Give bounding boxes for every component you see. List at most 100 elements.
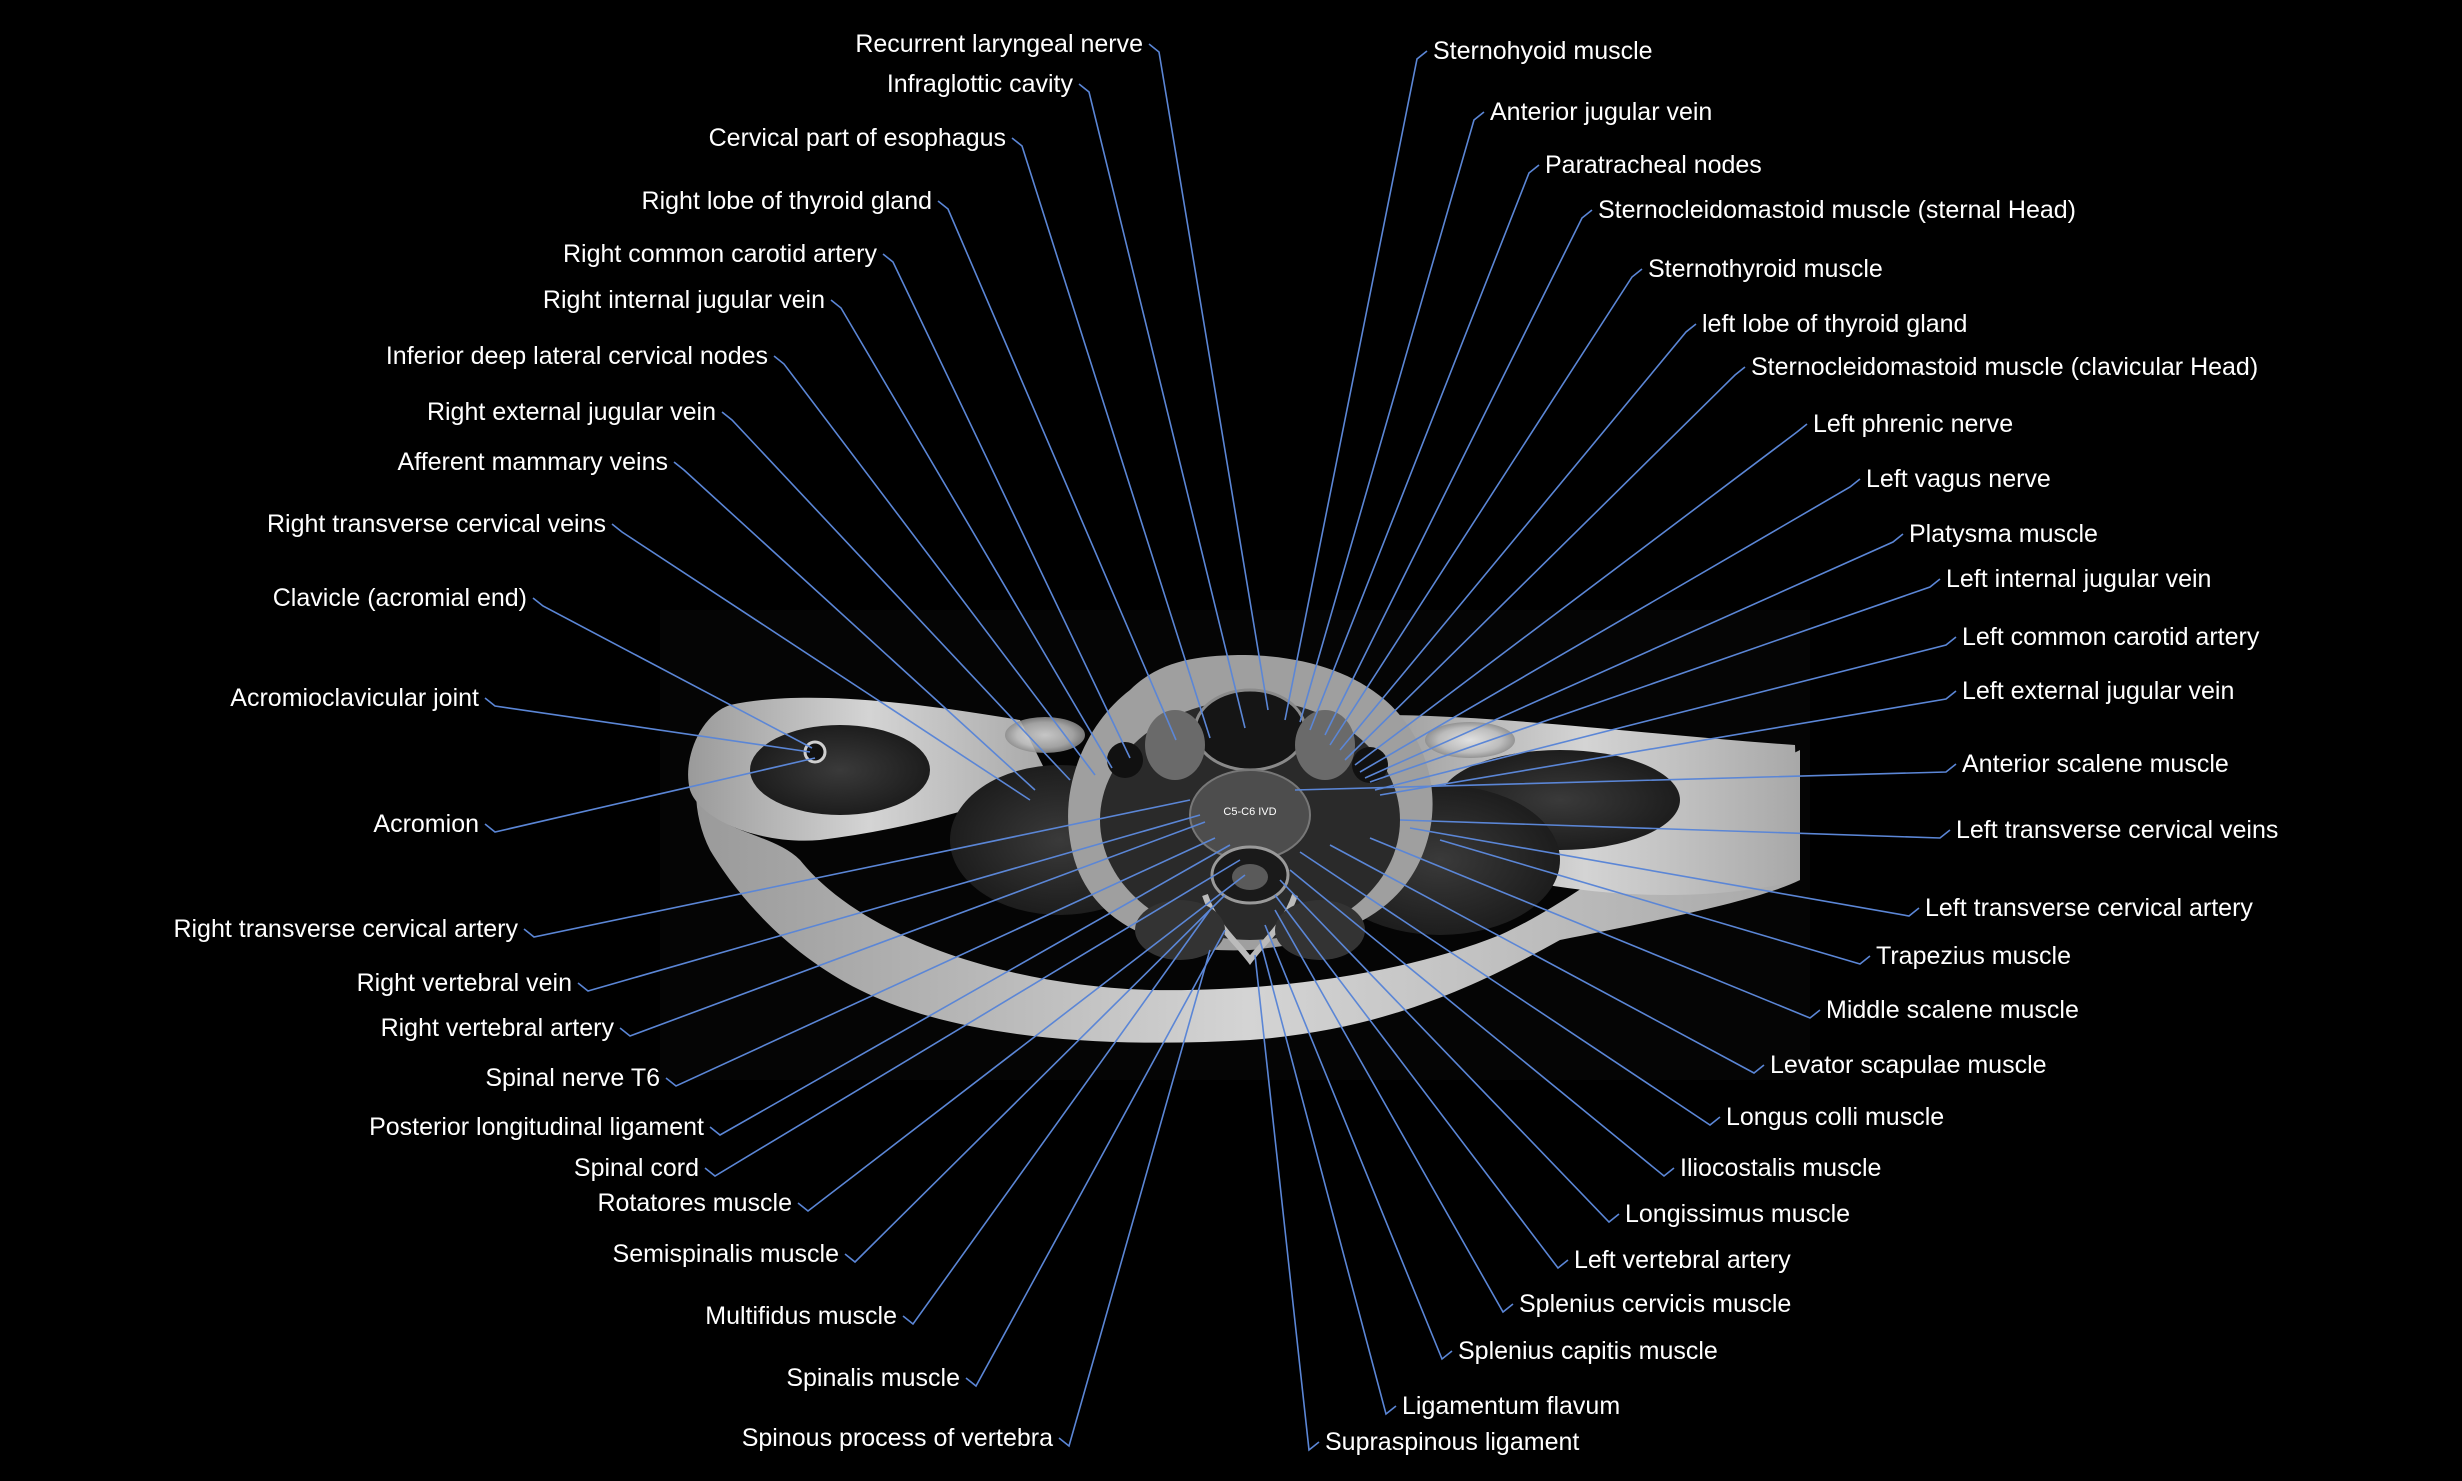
label-infraglottic-cavity: Infraglottic cavity [887, 70, 1074, 98]
label-right-external-jugular-vein: Right external jugular vein [427, 398, 716, 426]
leader-spinal-cord [704, 859, 1241, 1177]
label-acromion: Acromion [373, 810, 479, 838]
leader-longus-colli-muscle [1299, 851, 1721, 1126]
leader-recurrent-laryngeal-nerve [1148, 43, 1269, 711]
leader-right-vertebral-artery [619, 821, 1206, 1037]
leader-anterior-scalene-muscle [1294, 763, 1957, 791]
leader-longissimus-muscle [1279, 879, 1620, 1224]
left-carotid [1352, 747, 1388, 783]
leader-afferent-mammary-veins [673, 461, 1036, 791]
leader-splenius-cervicis-muscle [1274, 909, 1514, 1314]
leader-spinous-process-of-vertebra [1058, 949, 1211, 1448]
right-carotid [1107, 742, 1143, 778]
label-right-transverse-cervical-artery: Right transverse cervical artery [173, 915, 518, 943]
label-right-transverse-cervical-veins: Right transverse cervical veins [267, 510, 606, 538]
label-posterior-longitudinal-ligament: Posterior longitudinal ligament [369, 1113, 704, 1141]
label-longus-colli-muscle: Longus colli muscle [1726, 1103, 1944, 1131]
label-sternothyroid-muscle: Sternothyroid muscle [1648, 255, 1883, 283]
leader-ligamentum-flavum [1259, 939, 1397, 1416]
leader-right-external-jugular-vein [721, 411, 1071, 781]
label-longissimus-muscle: Longissimus muscle [1625, 1200, 1850, 1228]
center-level-label: C5-C6 IVD [1223, 806, 1276, 818]
leader-left-internal-jugular-vein [1369, 578, 1941, 783]
leader-right-common-carotid-artery [882, 253, 1131, 759]
leader-left-phrenic-nerve [1354, 423, 1808, 766]
label-spinal-cord: Spinal cord [574, 1154, 699, 1182]
label-splenius-cervicis-muscle: Splenius cervicis muscle [1519, 1290, 1791, 1318]
label-left-lobe-of-thyroid-gland: left lobe of thyroid gland [1702, 310, 1967, 338]
label-left-vertebral-artery: Left vertebral artery [1574, 1246, 1791, 1274]
label-left-transverse-cervical-artery: Left transverse cervical artery [1925, 894, 2253, 922]
label-spinalis-muscle: Spinalis muscle [786, 1364, 960, 1392]
leader-right-lobe-of-thyroid-gland [937, 200, 1177, 741]
label-rotatores-muscle: Rotatores muscle [597, 1189, 792, 1217]
right-deltoid-region [750, 725, 930, 815]
body-outline [696, 720, 1800, 1043]
label-iliocostalis-muscle: Iliocostalis muscle [1680, 1154, 1881, 1182]
leader-multifidus-muscle [902, 909, 1211, 1326]
left-thyroid [1295, 710, 1355, 780]
label-sternocleidomastoid-muscle-sternal-head: Sternocleidomastoid muscle (sternal Head… [1598, 196, 2076, 224]
label-middle-scalene-muscle: Middle scalene muscle [1826, 996, 2079, 1024]
fat-highlight-1 [1005, 717, 1085, 753]
label-left-phrenic-nerve: Left phrenic nerve [1813, 410, 2013, 438]
label-levator-scapulae-muscle: Levator scapulae muscle [1770, 1051, 2047, 1079]
leader-levator-scapulae-muscle [1329, 844, 1765, 1074]
label-left-transverse-cervical-veins: Left transverse cervical veins [1956, 816, 2278, 844]
leader-clavicle-acromial-end [532, 597, 813, 749]
label-acromioclavicular-joint: Acromioclavicular joint [230, 684, 479, 712]
leader-left-vagus-nerve [1359, 478, 1861, 773]
leader-left-vertebral-artery [1274, 894, 1569, 1270]
label-trapezius-muscle: Trapezius muscle [1876, 942, 2071, 970]
leader-right-vertebral-vein [577, 814, 1201, 992]
leader-left-lobe-of-thyroid-gland [1339, 323, 1697, 751]
leader-left-common-carotid-artery [1374, 636, 1957, 791]
label-right-vertebral-vein: Right vertebral vein [357, 969, 572, 997]
leader-infraglottic-cavity [1078, 83, 1246, 729]
leader-sternocleidomastoid-muscle-clavicular-head [1344, 366, 1746, 761]
label-paratracheal-nodes: Paratracheal nodes [1545, 151, 1762, 179]
label-semispinalis-muscle: Semispinalis muscle [613, 1240, 839, 1268]
leader-paratracheal-nodes [1309, 164, 1540, 731]
leader-iliocostalis-muscle [1289, 869, 1675, 1178]
label-recurrent-laryngeal-nerve: Recurrent laryngeal nerve [855, 30, 1143, 58]
label-clavicle-acromial-end: Clavicle (acromial end) [273, 584, 527, 612]
paraspinal-right [1135, 900, 1225, 960]
leader-left-external-jugular-vein [1379, 690, 1957, 796]
leader-acromioclavicular-joint [484, 697, 811, 753]
label-anterior-scalene-muscle: Anterior scalene muscle [1962, 750, 2229, 778]
label-left-vagus-nerve: Left vagus nerve [1866, 465, 2051, 493]
label-right-common-carotid-artery: Right common carotid artery [563, 240, 878, 268]
leader-trapezius-muscle [1439, 839, 1871, 965]
label-multifidus-muscle: Multifidus muscle [705, 1302, 897, 1330]
label-spinous-process-of-vertebra: Spinous process of vertebra [742, 1424, 1053, 1452]
label-left-external-jugular-vein: Left external jugular vein [1962, 677, 2234, 705]
leader-rotatores-muscle [797, 874, 1246, 1213]
label-left-internal-jugular-vein: Left internal jugular vein [1946, 565, 2211, 593]
leader-spinalis-muscle [965, 929, 1226, 1388]
leader-middle-scalene-muscle [1369, 837, 1821, 1019]
leader-right-transverse-cervical-artery [523, 799, 1191, 938]
leader-spinal-nerve-t6 [665, 837, 1216, 1087]
label-left-common-carotid-artery: Left common carotid artery [1962, 623, 2260, 651]
leader-sternothyroid-muscle [1329, 268, 1643, 746]
leader-semispinalis-muscle [844, 894, 1226, 1264]
label-spinal-nerve-t6: Spinal nerve T6 [485, 1064, 660, 1092]
label-ligamentum-flavum: Ligamentum flavum [1402, 1392, 1620, 1420]
leader-anterior-jugular-vein [1299, 111, 1485, 723]
leader-lines [484, 43, 1957, 1452]
label-supraspinous-ligament: Supraspinous ligament [1325, 1428, 1579, 1456]
leader-sternohyoid-muscle [1284, 50, 1428, 721]
leader-acromion [484, 757, 816, 833]
label-inferior-deep-lateral-cervical-nodes: Inferior deep lateral cervical nodes [386, 342, 768, 370]
leader-splenius-capitis-muscle [1264, 924, 1453, 1361]
label-right-lobe-of-thyroid-gland: Right lobe of thyroid gland [642, 187, 932, 215]
label-sternocleidomastoid-muscle-clavicular-head: Sternocleidomastoid muscle (clavicular H… [1751, 353, 2258, 381]
label-right-vertebral-artery: Right vertebral artery [381, 1014, 615, 1042]
label-cervical-part-of-esophagus: Cervical part of esophagus [709, 124, 1006, 152]
paraspinal-left [1275, 900, 1365, 960]
fat-highlight-2 [1425, 722, 1515, 758]
leader-posterior-longitudinal-ligament [709, 844, 1231, 1136]
leader-platysma-muscle [1364, 533, 1904, 779]
